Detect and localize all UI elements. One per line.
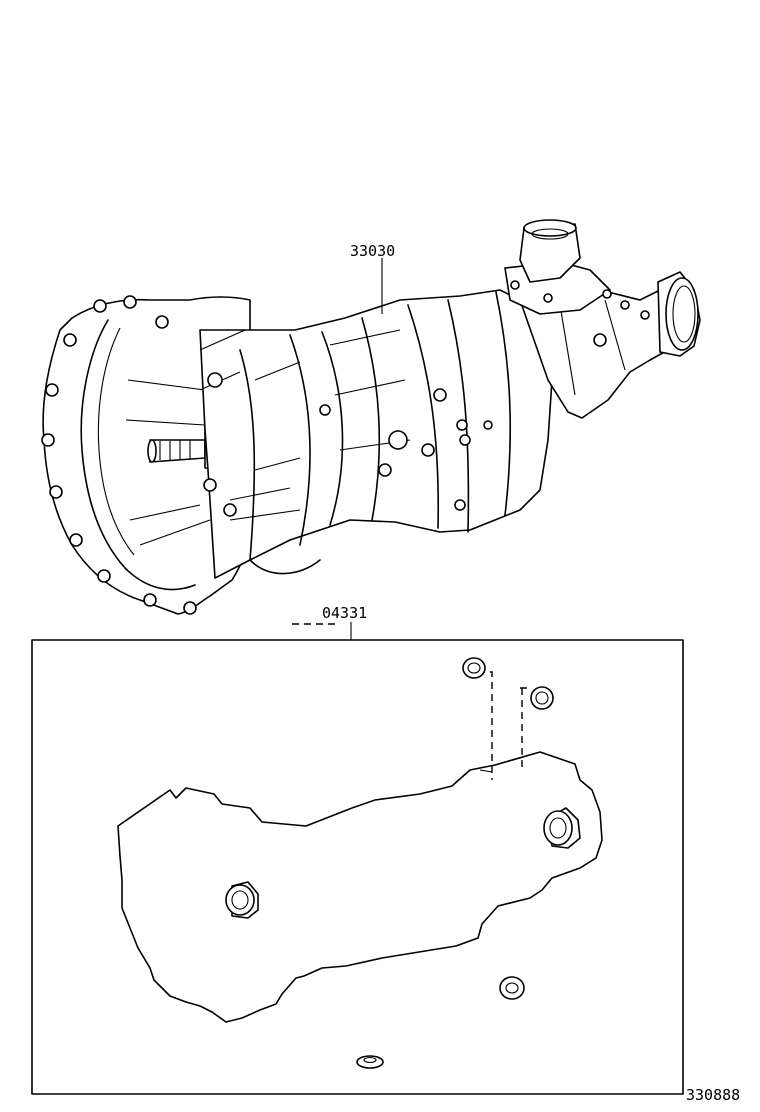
case-gasket[interactable] [117, 751, 603, 1023]
guide-line-right [520, 687, 530, 770]
oil-seal-top-right[interactable] [530, 686, 554, 710]
o-ring-small[interactable] [356, 1055, 384, 1069]
output-flange [657, 271, 701, 357]
guide-line-left [478, 671, 493, 780]
illustration-reference-number: 330888 [686, 1086, 740, 1104]
case-bolt-bosses [203, 372, 493, 517]
oil-seal-bottom[interactable] [499, 976, 525, 1000]
transmission-assembly-drawing[interactable] [41, 219, 701, 615]
oil-seal-large[interactable] [543, 807, 581, 849]
oil-seal-top-left[interactable] [462, 657, 486, 679]
gasket-kit-box [31, 639, 684, 1095]
shift-tower [504, 219, 612, 315]
oil-seal-left[interactable] [225, 881, 259, 919]
transmission-part-number[interactable]: 33030 [350, 242, 395, 260]
bell-housing-bolt-bosses [41, 295, 197, 615]
gasket-kit-part-number[interactable]: 04331 [322, 604, 367, 622]
